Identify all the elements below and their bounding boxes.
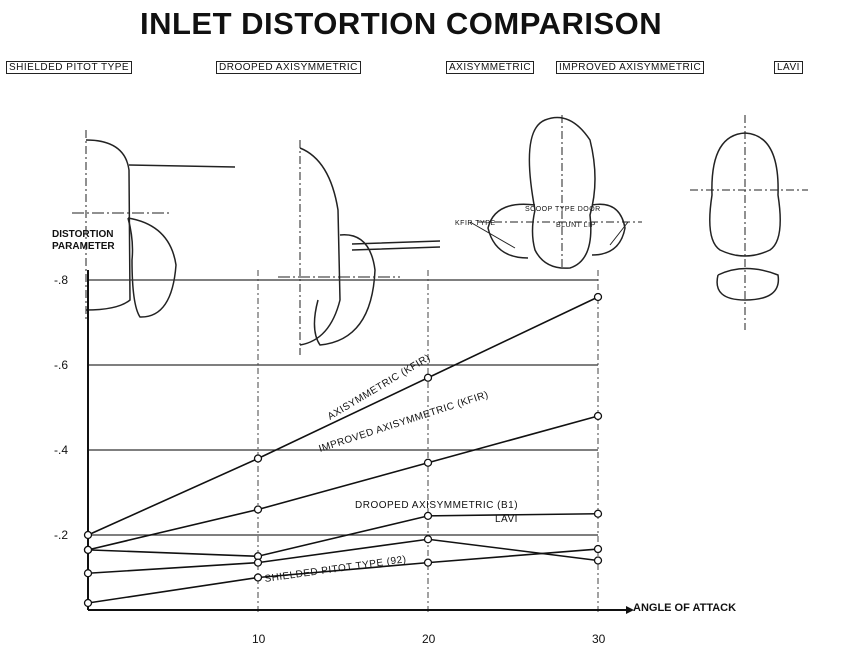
inlet-label-drooped-axisymmetric: DROOPED AXISYMMETRIC — [216, 61, 361, 74]
page-title: INLET DISTORTION COMPARISON — [140, 6, 663, 41]
axisymmetric-sketch — [469, 115, 642, 270]
inlet-label-improved-axisymmetric: IMPROVED AXISYMMETRIC — [556, 61, 705, 74]
series-label: LAVI — [495, 514, 518, 525]
data-point — [423, 558, 433, 567]
data-point — [593, 556, 603, 565]
data-point — [423, 458, 433, 467]
data-point — [253, 454, 263, 463]
inlet-label-shielded-pitot: SHIELDED PITOT TYPE — [6, 61, 133, 74]
x-tick-label: 10 — [252, 632, 266, 645]
series-line — [87, 512, 599, 558]
data-point — [83, 530, 93, 540]
note-kfir-type: KFIR TYPE — [455, 220, 496, 227]
drooped-axisymmetric-sketch — [278, 140, 441, 355]
series-line — [87, 548, 599, 604]
data-point — [593, 544, 603, 554]
y-tick-label: -.4 — [54, 443, 68, 457]
series-label: DROOPED AXISYMMETRIC (B1) — [355, 500, 518, 511]
inlet-label-lavi: LAVI — [774, 61, 803, 74]
series-line — [87, 296, 599, 536]
series-label: IMPROVED AXISYMMETRIC (KFIR) — [318, 389, 491, 454]
note-scoop-door: SCOOP TYPE DOOR — [525, 206, 601, 213]
note-blunt-lip: BLUNT LIP — [556, 222, 596, 229]
data-point — [83, 545, 93, 555]
inlet-label-axisymmetric: AXISYMMETRIC — [446, 61, 535, 74]
y-tick-label: -.6 — [54, 358, 68, 372]
data-point — [593, 509, 603, 518]
data-point — [83, 569, 93, 578]
data-point — [593, 411, 603, 421]
x-axis-title: ANGLE OF ATTACK — [633, 602, 737, 614]
series-line — [87, 415, 599, 551]
data-point — [423, 535, 433, 544]
x-axis-arrow-icon — [626, 606, 634, 614]
series-line — [87, 538, 599, 575]
x-tick-label: 30 — [592, 632, 606, 645]
y-axis-title: DISTORTION PARAMETER — [52, 229, 115, 252]
data-point — [253, 505, 263, 514]
data-point — [593, 292, 603, 302]
data-point — [83, 598, 93, 608]
data-point — [253, 558, 263, 567]
x-tick-label: 20 — [422, 632, 436, 645]
shielded-pitot-sketch — [72, 130, 236, 322]
lavi-sketch — [690, 115, 808, 330]
y-tick-label: -.2 — [54, 528, 68, 542]
y-tick-label: -.8 — [54, 273, 68, 287]
data-point — [423, 511, 433, 521]
data-point — [253, 573, 263, 582]
data-point — [423, 373, 433, 382]
